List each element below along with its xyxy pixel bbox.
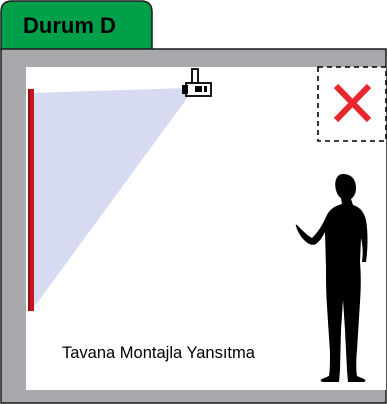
header-tab: Durum D (0, 0, 153, 51)
person-silhouette-icon (295, 174, 368, 382)
red-cross-icon (333, 83, 372, 123)
projection-beam (32, 88, 188, 310)
tab-title: Durum D (23, 13, 116, 38)
ceiling-projector-icon (182, 68, 212, 97)
projection-screen (28, 89, 34, 311)
prohibited-zone (317, 66, 387, 142)
diagram-caption: Tavana Montajla Yansıtma (62, 344, 256, 362)
